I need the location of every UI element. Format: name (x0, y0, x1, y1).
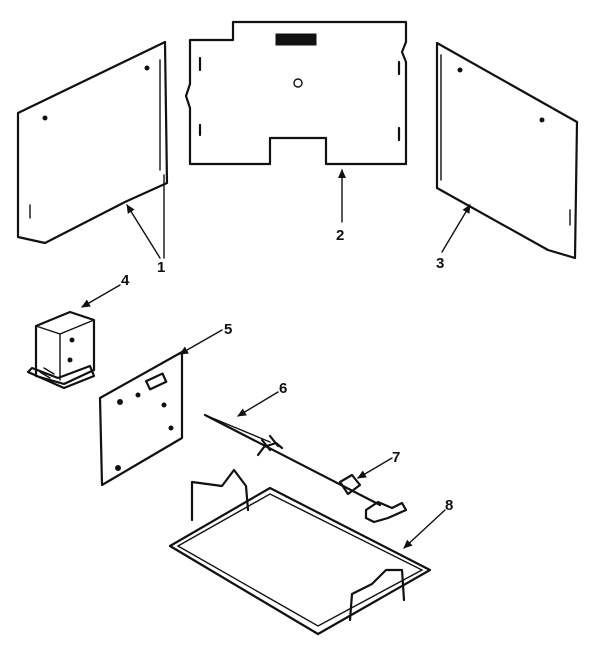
part-8-drip-pan (168, 468, 432, 636)
part-2-back-panel (184, 20, 408, 166)
leader-1 (126, 204, 161, 259)
part-1-left-side-panel (16, 40, 169, 259)
part-5-mounting-plate (98, 350, 184, 487)
callout-leaders (81, 169, 471, 549)
leader-4 (81, 284, 121, 308)
callout-6: 6 (279, 380, 287, 397)
leader-8 (403, 509, 446, 549)
callout-1: 1 (157, 259, 165, 276)
callout-2: 2 (336, 227, 344, 244)
part-3-right-side-panel (435, 41, 579, 260)
leader-3 (441, 204, 471, 253)
callout-8: 8 (445, 497, 453, 514)
callout-7: 7 (392, 449, 400, 466)
callout-numbers: 1 2 3 4 5 6 7 8 (121, 227, 453, 514)
leader-7 (357, 457, 393, 479)
callout-5: 5 (224, 321, 232, 338)
part-4-motor (26, 310, 96, 390)
part-7-spit-fork (338, 473, 408, 524)
callout-4: 4 (121, 272, 130, 289)
leader-6 (237, 391, 279, 417)
callout-3: 3 (436, 255, 444, 272)
leader-5 (179, 329, 223, 355)
part-6-spit-rod (203, 413, 382, 507)
